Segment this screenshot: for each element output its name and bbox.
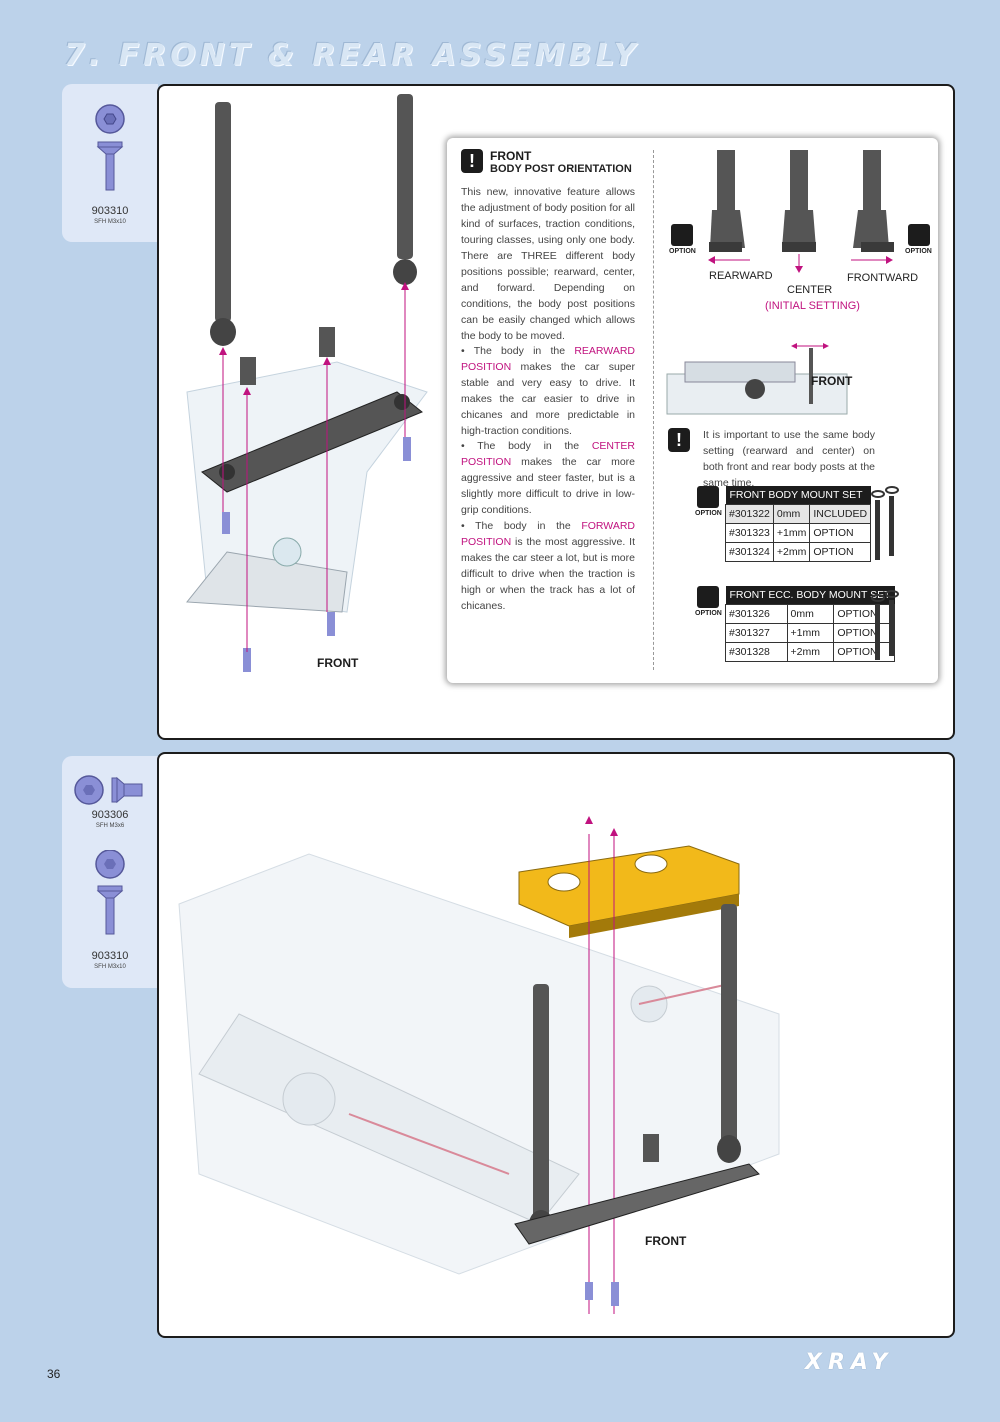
table-cell: #301327: [725, 623, 788, 643]
front-direction-label: FRONT: [645, 1234, 687, 1248]
ecc-body-mount-screws-illustration: [871, 590, 899, 660]
step1-panel: FRONT ! FRONT BODY POST ORIENTATION This…: [157, 84, 955, 740]
table-cell: +2mm: [772, 542, 811, 562]
table-title: FRONT BODY MOUNT SET: [725, 486, 871, 505]
initial-setting-label: (INITIAL SETTING): [765, 300, 860, 312]
screw-short-icon: [74, 775, 143, 805]
table-cell: +1mm: [786, 623, 835, 643]
front-body-mount-assembly-illustration: [178, 816, 780, 1314]
table-cell: #301323: [725, 523, 774, 543]
option-label: OPTION: [669, 248, 696, 255]
part-desc: SFH M3x6: [95, 823, 125, 829]
diagram-front-label: FRONT: [811, 374, 853, 388]
part-desc: SFH M3x10: [94, 964, 126, 970]
part-code: 903310: [91, 950, 129, 962]
option-label: OPTION: [695, 510, 722, 517]
screw-long-icon: [95, 850, 125, 935]
table-cell: +2mm: [786, 642, 835, 662]
frontward-label: FRONTWARD: [847, 272, 919, 284]
table-row: #301322 0mm INCLUDED: [725, 504, 872, 524]
body-post-positions-illustration: [708, 150, 894, 273]
rearward-label: REARWARD: [709, 270, 773, 282]
option-thumb-icon: [697, 586, 719, 608]
table-cell: #301322: [725, 504, 774, 524]
option-thumb-icon: [671, 224, 693, 246]
center-label: CENTER: [787, 284, 833, 296]
option-label: OPTION: [905, 248, 932, 255]
exclamation-icon: !: [668, 428, 690, 452]
table-row: #301324 +2mm OPTION: [725, 542, 872, 562]
screw-head-icon: [95, 104, 125, 191]
step2-panel: FRONT: [157, 752, 955, 1338]
important-note: It is important to use the same body set…: [703, 429, 875, 489]
table-cell: 0mm: [786, 604, 835, 624]
parts-tab-step2: 903306 SFH M3x6 903310 SFH M3x10: [62, 756, 158, 988]
part-code: 903310: [91, 205, 129, 217]
table-title: FRONT ECC. BODY MOUNT SET: [725, 586, 895, 605]
section-title: 7. FRONT & REAR ASSEMBLY: [64, 38, 640, 73]
table-row: #301326 0mm OPTION: [725, 604, 896, 624]
column-divider: [653, 150, 654, 670]
inset-intro-text: This new, innovative feature allows the …: [461, 186, 635, 342]
front-body-mount-set-table: FRONT BODY MOUNT SET #301322 0mm INCLUDE…: [725, 486, 872, 562]
table-cell: OPTION: [809, 542, 872, 562]
part-code: 903306: [91, 809, 129, 821]
part-desc: SFH M3x10: [94, 219, 126, 225]
bullet-forward: • The body in the FORWARD POSITION is th…: [461, 520, 635, 612]
table-cell: #301328: [725, 642, 788, 662]
car-side-view-illustration: [666, 343, 848, 415]
bullet-center: • The body in the CENTER POSITION makes …: [461, 440, 635, 516]
exclamation-icon: !: [461, 149, 483, 173]
option-thumb-icon: [697, 486, 719, 508]
body-mount-screws-illustration: [871, 486, 899, 560]
table-cell: OPTION: [809, 523, 872, 543]
front-direction-label: FRONT: [317, 656, 359, 670]
parts-tab-step1: 903310 SFH M3x10: [62, 84, 158, 242]
bullet-rearward: • The body in the REARWARD POSITION make…: [461, 345, 635, 437]
inset-heading-front: FRONT: [490, 149, 532, 163]
front-body-post-assembly-illustration: [186, 94, 428, 672]
table-cell: +1mm: [772, 523, 811, 543]
table-cell: #301326: [725, 604, 788, 624]
table-cell: #301324: [725, 542, 774, 562]
option-thumb-icon: [908, 224, 930, 246]
front-ecc-body-mount-set-table: FRONT ECC. BODY MOUNT SET #301326 0mm OP…: [725, 586, 896, 662]
brand-logo: XRAY: [805, 1350, 894, 1375]
option-label: OPTION: [695, 610, 722, 617]
body-post-orientation-inset: ! FRONT BODY POST ORIENTATION This new, …: [447, 138, 938, 683]
inset-heading: BODY POST ORIENTATION: [490, 163, 632, 175]
table-row: #301323 +1mm OPTION: [725, 523, 872, 543]
table-cell: INCLUDED: [809, 504, 872, 524]
page-number: 36: [47, 1367, 61, 1381]
table-cell: 0mm: [772, 504, 811, 524]
